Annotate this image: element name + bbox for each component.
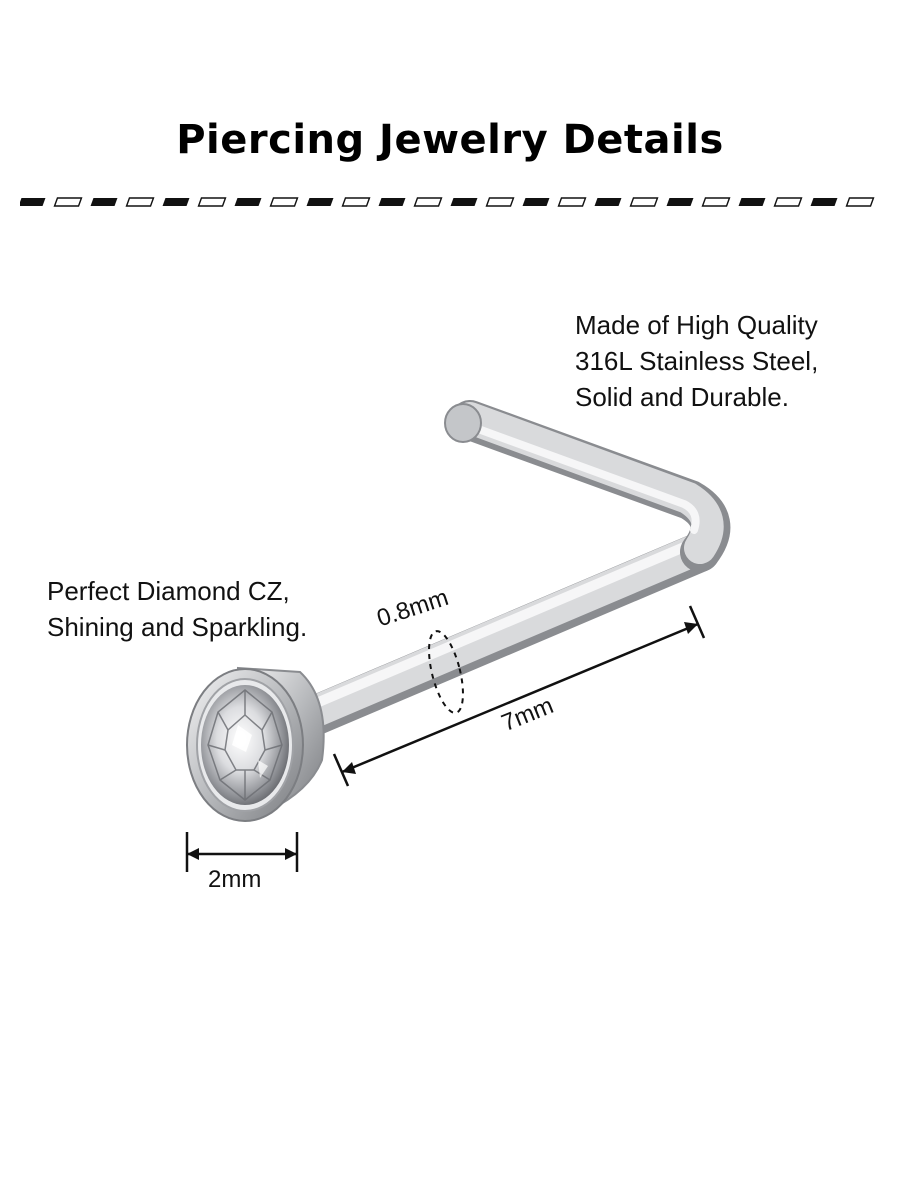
cz-stone bbox=[201, 685, 289, 805]
material-line: Made of High Quality bbox=[575, 310, 818, 340]
divider-dash bbox=[450, 198, 478, 206]
divider-dash bbox=[522, 198, 550, 206]
divider-dash bbox=[594, 198, 622, 206]
divider-dash bbox=[485, 197, 515, 207]
divider-dash bbox=[234, 198, 262, 206]
page-title: Piercing Jewelry Details bbox=[176, 117, 724, 163]
divider-dash bbox=[306, 198, 334, 206]
divider-dash bbox=[197, 197, 227, 207]
divider-dash bbox=[701, 197, 731, 207]
divider-dash bbox=[378, 198, 406, 206]
divider-dash bbox=[738, 198, 766, 206]
divider-dash bbox=[666, 198, 694, 206]
head-diameter-label: 2mm bbox=[208, 866, 262, 893]
post-wire bbox=[280, 532, 720, 742]
divider-dash bbox=[557, 197, 587, 207]
divider-dash bbox=[629, 197, 659, 207]
divider-dash bbox=[810, 198, 838, 206]
stone-description: Perfect Diamond CZ, Shining and Sparklin… bbox=[47, 573, 307, 645]
divider-dash bbox=[413, 197, 443, 207]
stone-line: Shining and Sparkling. bbox=[47, 612, 308, 642]
divider-dash bbox=[773, 197, 803, 207]
divider-dash bbox=[90, 198, 118, 206]
divider-dash bbox=[53, 197, 83, 207]
material-line: 316L Stainless Steel, bbox=[575, 346, 819, 376]
post-length-dimension-line bbox=[332, 605, 706, 787]
divider-dash bbox=[269, 197, 299, 207]
divider-dash bbox=[845, 197, 875, 207]
divider-dash bbox=[162, 198, 190, 206]
wire-gauge-marker bbox=[428, 630, 464, 714]
divider-dash bbox=[125, 197, 155, 207]
stone-line: Perfect Diamond CZ, bbox=[47, 576, 290, 606]
divider-dash bbox=[20, 198, 46, 206]
dashed-divider bbox=[20, 197, 875, 207]
bend-wire bbox=[444, 400, 731, 572]
divider-dash bbox=[341, 197, 371, 207]
material-line: Solid and Durable. bbox=[575, 382, 789, 412]
material-description: Made of High Quality 316L Stainless Stee… bbox=[575, 307, 818, 415]
head-width-dimension-line bbox=[185, 832, 299, 872]
